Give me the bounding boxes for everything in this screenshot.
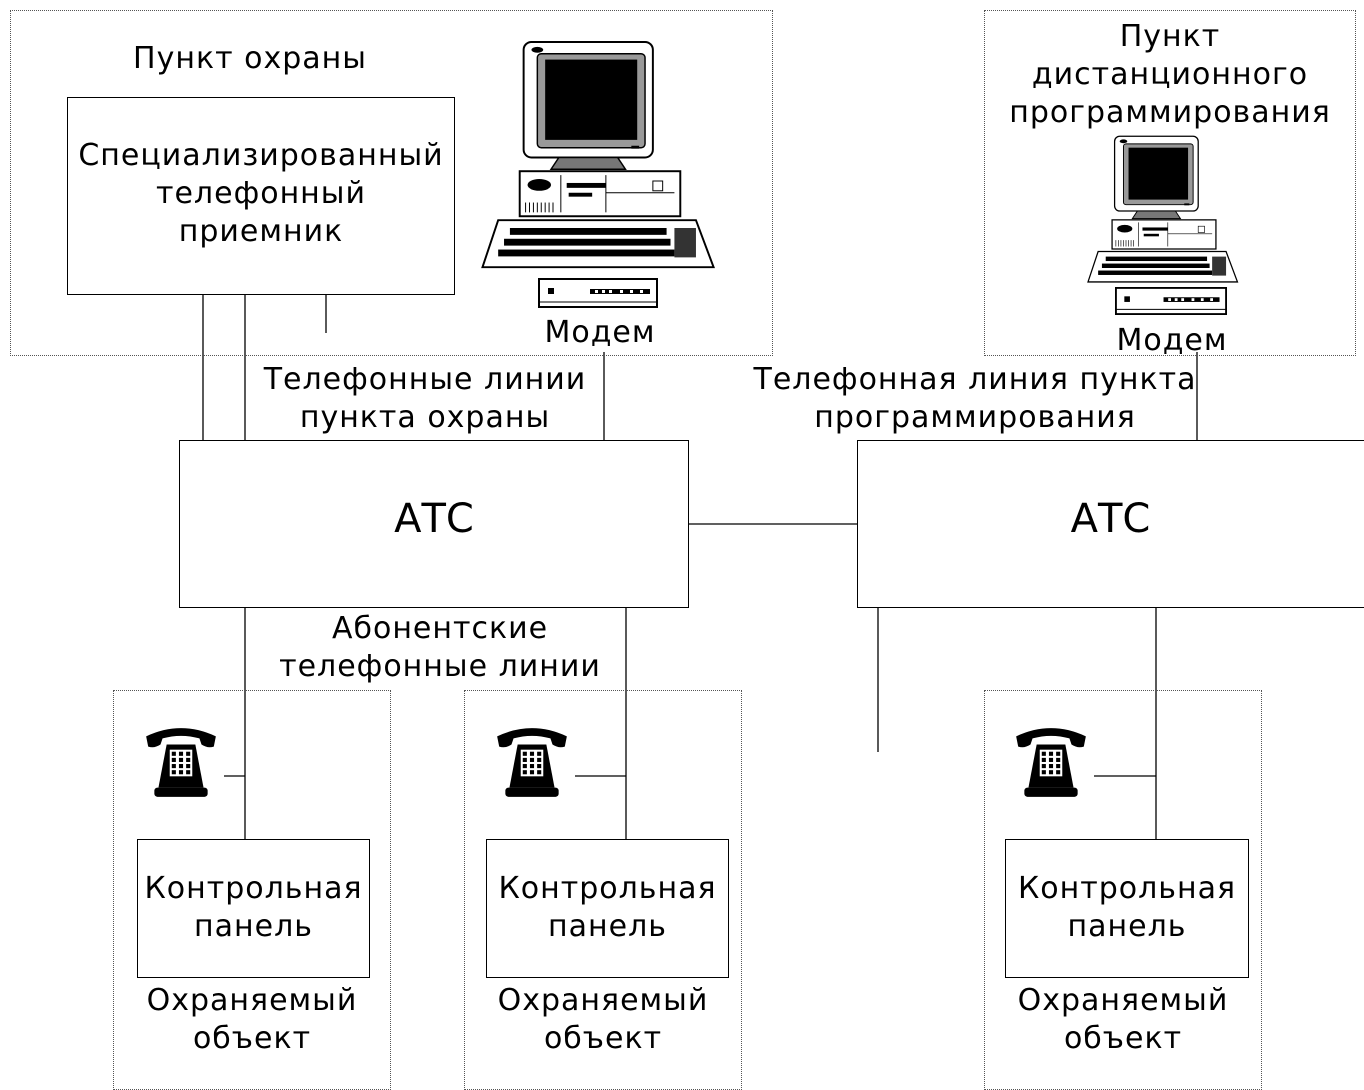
protected-object-caption: Охраняемый объект <box>1017 983 1229 1056</box>
control-panel-box-2 <box>486 839 729 978</box>
guard-modem-label: Модем <box>544 315 656 350</box>
receiver-box <box>67 97 455 295</box>
control-panel-label: Контрольная панель <box>144 871 363 944</box>
control-panel-label: Контрольная панель <box>498 871 717 944</box>
ats-box-left <box>179 440 689 608</box>
ats-left-label: АТС <box>394 496 474 542</box>
subscriber-lines-label: Абонентские телефонные линии <box>279 611 601 684</box>
connection-lines <box>202 294 1198 840</box>
remote-modem-label: Модем <box>1116 323 1228 358</box>
protected-object-caption: Охраняемый объект <box>146 983 358 1056</box>
remote-post-title: Пункт дистанционного программирования <box>1009 19 1331 130</box>
ats-right-label: АТС <box>1070 496 1151 542</box>
guard-post-area <box>10 10 773 356</box>
control-panel-box-1 <box>137 839 370 978</box>
control-panel-box-3 <box>1005 839 1249 978</box>
guard-post-title: Пункт охраны <box>133 41 367 76</box>
prog-line-label: Телефонная линия пункта программирования <box>753 362 1197 435</box>
guard-lines-label: Телефонные линии пункта охраны <box>263 362 587 435</box>
receiver-label: Специализированный телефонный приемник <box>78 138 444 249</box>
ats-box-right <box>857 440 1364 608</box>
remote-post-area <box>984 10 1356 356</box>
protected-object-caption: Охраняемый объект <box>497 983 709 1056</box>
control-panel-label: Контрольная панель <box>1017 871 1237 944</box>
